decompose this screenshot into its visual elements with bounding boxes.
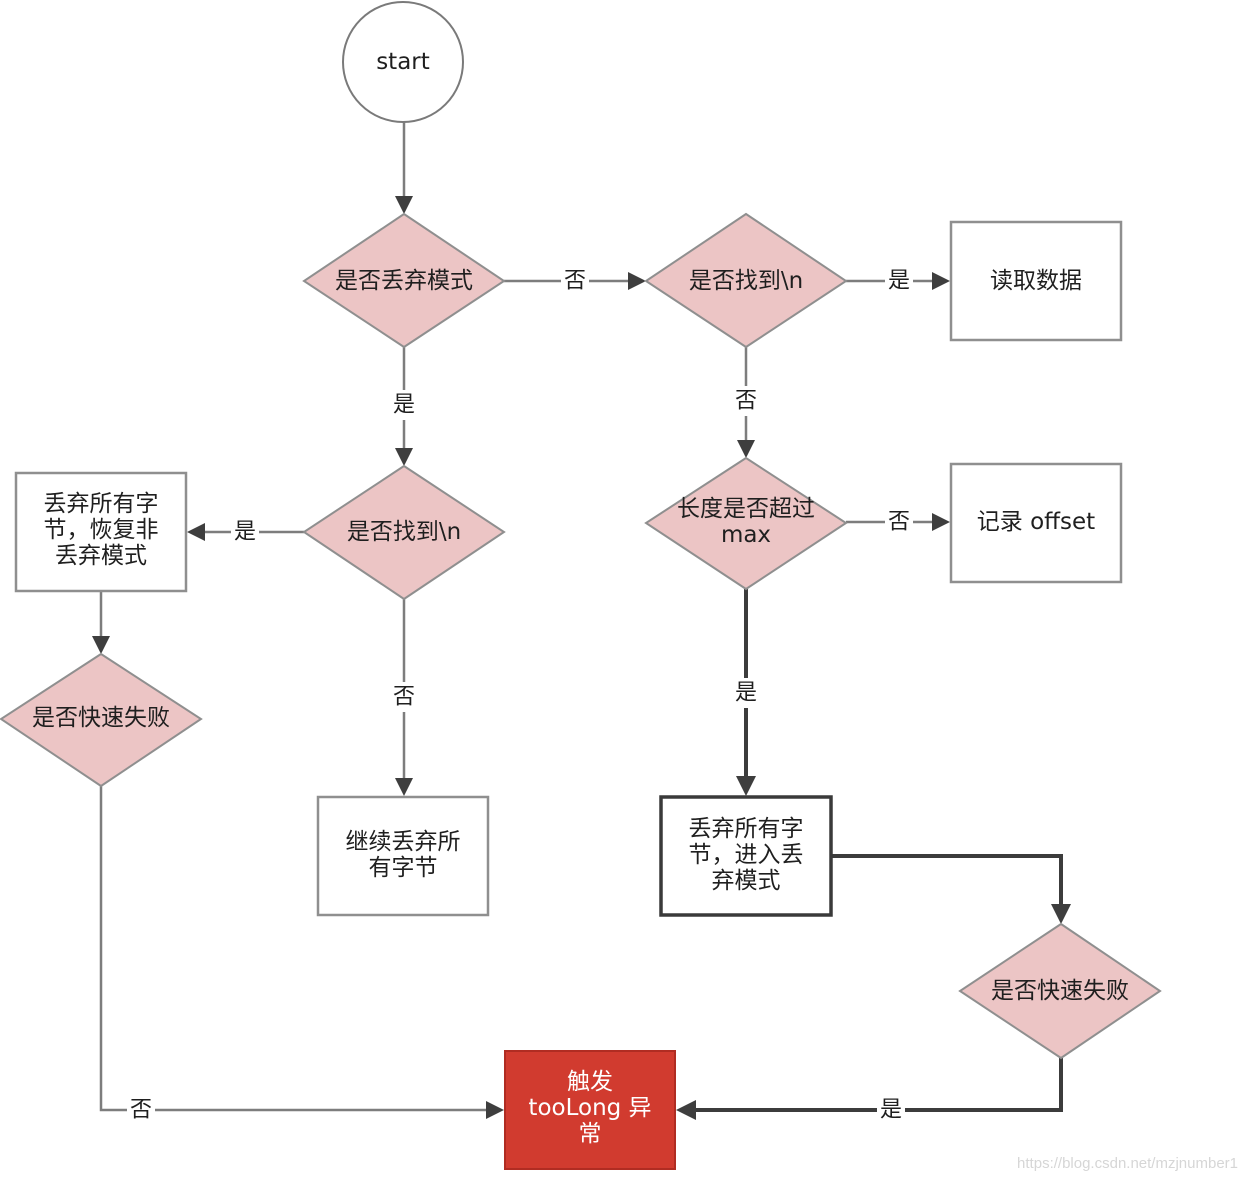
node-text-line: 丢弃所有字 bbox=[689, 816, 804, 842]
node-text-line: 是否找到\n bbox=[347, 519, 461, 545]
start-circle bbox=[342, 1, 464, 123]
continue-discard-process: 继续丢弃所有字节 bbox=[316, 795, 490, 917]
label-length-no: 否 bbox=[888, 510, 910, 535]
node-text: 是否找到\n bbox=[347, 519, 461, 545]
edge-enter-to-failfast bbox=[831, 854, 1063, 906]
node-text-line: 长度是否超过 bbox=[677, 496, 815, 522]
node-text-line: 是否快速失败 bbox=[991, 978, 1129, 1004]
node-text: 继续丢弃所有字节 bbox=[346, 829, 461, 881]
process-box bbox=[504, 1050, 676, 1170]
label-failfast-right-yes: 是 bbox=[880, 1098, 902, 1123]
node-text-line: 丢弃模式 bbox=[55, 543, 147, 569]
process-box bbox=[316, 795, 490, 917]
start-node: start bbox=[342, 1, 464, 123]
label-discard-no: 否 bbox=[564, 269, 586, 294]
node-text: 丢弃所有字节，恢复非丢弃模式 bbox=[44, 491, 159, 569]
node-text-line: 弃模式 bbox=[712, 868, 781, 894]
node-text: 丢弃所有字节，进入丢弃模式 bbox=[689, 816, 804, 894]
node-text: start bbox=[376, 49, 430, 75]
label-discard-yes: 是 bbox=[393, 393, 415, 418]
arrowhead bbox=[92, 636, 110, 654]
node-text-line: 继续丢弃所 bbox=[346, 829, 461, 855]
discard-restore-process: 丢弃所有字节，恢复非丢弃模式 bbox=[14, 471, 188, 593]
node-text: 是否找到\n bbox=[689, 268, 803, 294]
arrowhead bbox=[676, 1100, 696, 1120]
node-text: 是否快速失败 bbox=[32, 705, 170, 731]
decision-diamond bbox=[958, 922, 1162, 1060]
node-text: 记录 offset bbox=[977, 509, 1095, 535]
node-text: 读取数据 bbox=[990, 268, 1082, 294]
arrowhead bbox=[486, 1101, 504, 1119]
label-failfast-left-no: 否 bbox=[130, 1098, 152, 1123]
arrowhead bbox=[737, 440, 755, 458]
process-box bbox=[14, 471, 188, 593]
discard-enter-process: 丢弃所有字节，进入丢弃模式 bbox=[659, 795, 833, 917]
arrowhead bbox=[1051, 904, 1071, 924]
label-find-right-yes: 是 bbox=[888, 269, 910, 294]
node-text-line: 是否丢弃模式 bbox=[335, 268, 473, 294]
watermark-text: https://blog.csdn.net/mzjnumber1 bbox=[1017, 1155, 1238, 1172]
node-text-line: 是否找到\n bbox=[689, 268, 803, 294]
arrowhead bbox=[736, 776, 756, 796]
node-text-line: tooLong 异 bbox=[528, 1095, 651, 1121]
arrowhead bbox=[187, 523, 205, 541]
node-text-line: start bbox=[376, 49, 430, 75]
discard-mode-decision: 是否丢弃模式 bbox=[302, 212, 506, 349]
arrowhead bbox=[395, 448, 413, 466]
arrowhead bbox=[395, 196, 413, 214]
decision-diamond bbox=[644, 456, 848, 591]
node-text-line: 丢弃所有字 bbox=[44, 491, 159, 517]
node-text-line: max bbox=[721, 522, 771, 548]
process-box bbox=[949, 462, 1123, 584]
record-offset-process: 记录 offset bbox=[949, 462, 1123, 584]
decision-diamond bbox=[302, 464, 506, 601]
label-find-left-no: 否 bbox=[393, 685, 415, 710]
fail-fast-decision-left: 是否快速失败 bbox=[0, 652, 203, 788]
node-text-line: 常 bbox=[579, 1121, 602, 1147]
decision-diamond bbox=[644, 212, 848, 349]
arrowhead bbox=[395, 778, 413, 796]
node-text-line: 记录 offset bbox=[977, 509, 1095, 535]
decision-diamond bbox=[302, 212, 506, 349]
edge-failfast-right-yes bbox=[694, 1058, 1063, 1112]
label-find-left-yes: 是 bbox=[234, 520, 256, 545]
edge-labels: 否 是 是 否 是 否 否 是 否 是 bbox=[127, 266, 913, 1125]
decision-diamond bbox=[0, 652, 203, 788]
node-text-line: 读取数据 bbox=[990, 268, 1082, 294]
label-find-right-no: 否 bbox=[735, 389, 757, 414]
find-newline-decision-right: 是否找到\n bbox=[644, 212, 848, 349]
find-newline-decision-left: 是否找到\n bbox=[302, 464, 506, 601]
arrowhead bbox=[932, 272, 950, 290]
arrowhead bbox=[628, 272, 646, 290]
fail-fast-decision-right: 是否快速失败 bbox=[958, 922, 1162, 1060]
process-box bbox=[659, 795, 833, 917]
node-text: 是否快速失败 bbox=[991, 978, 1129, 1004]
arrowhead bbox=[932, 513, 950, 531]
edge-failfast-left-no bbox=[99, 786, 488, 1112]
process-box bbox=[949, 220, 1123, 342]
label-length-yes: 是 bbox=[735, 681, 757, 706]
node-text-line: 节，进入丢 bbox=[689, 842, 804, 868]
node-text-line: 有字节 bbox=[369, 855, 438, 881]
read-data-process: 读取数据 bbox=[949, 220, 1123, 342]
node-text-line: 节，恢复非 bbox=[44, 517, 159, 543]
node-text-line: 是否快速失败 bbox=[32, 705, 170, 731]
node-text: 是否丢弃模式 bbox=[335, 268, 473, 294]
node-text-line: 触发 bbox=[567, 1069, 613, 1095]
